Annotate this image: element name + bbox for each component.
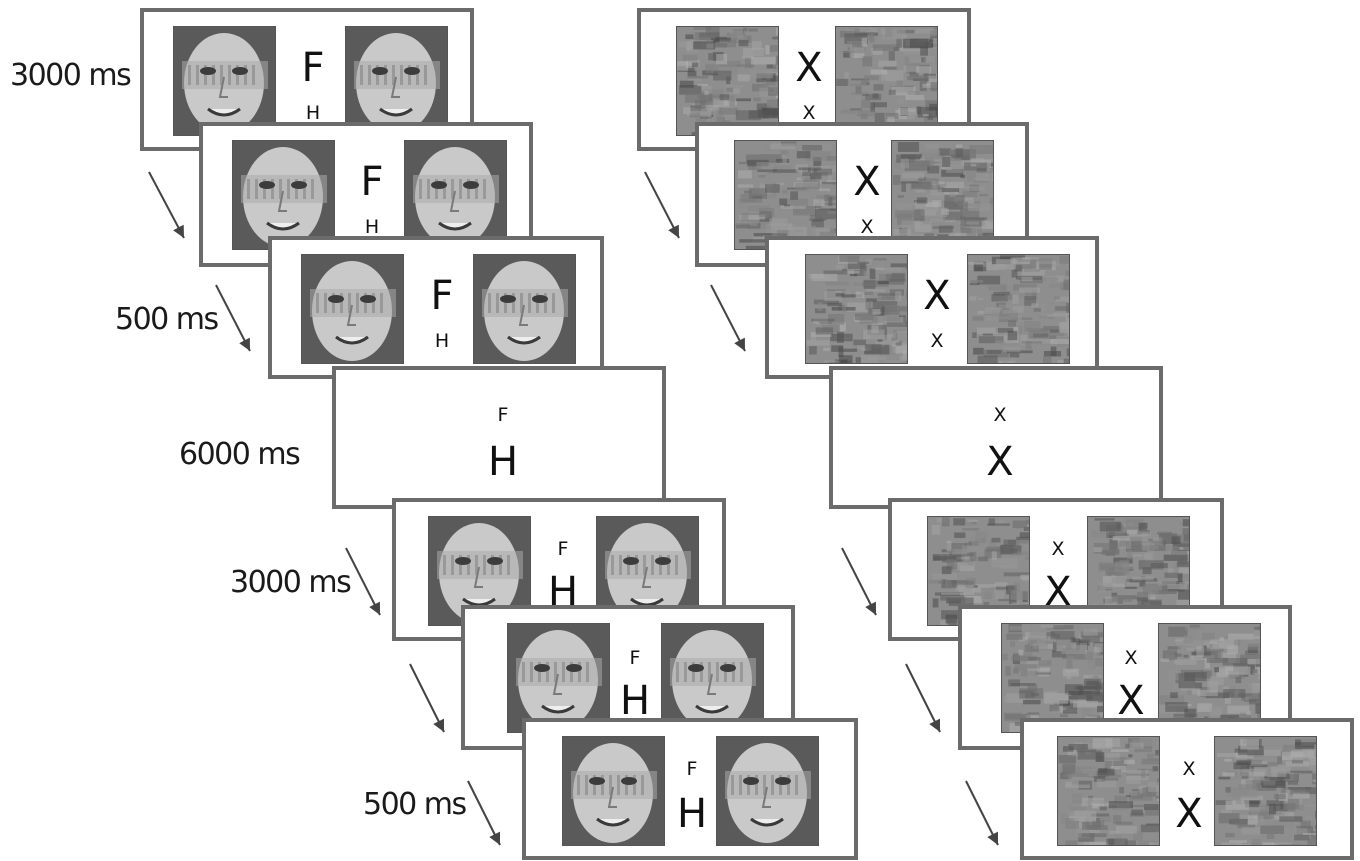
small-letter: H: [305, 102, 321, 124]
large-letter: X: [923, 273, 951, 319]
large-letter: H: [676, 791, 708, 837]
large-letter: X: [986, 439, 1014, 485]
small-letter: H: [434, 330, 450, 352]
large-letter: F: [360, 159, 384, 205]
small-letter: X: [1182, 758, 1196, 780]
large-letter: X: [795, 45, 823, 91]
noise-image: [967, 254, 1070, 364]
arrow-icon: [345, 547, 381, 616]
arrow-icon: [409, 663, 445, 733]
fixation-screen: F H: [332, 366, 666, 509]
small-letter: X: [802, 102, 816, 124]
large-letter: F: [430, 273, 454, 319]
small-letter: F: [629, 647, 641, 669]
large-letter: X: [1117, 678, 1145, 724]
noise-image: [734, 140, 837, 250]
large-letter: X: [853, 159, 881, 205]
face-image: [232, 140, 335, 250]
face-image: [507, 623, 610, 733]
arrow-icon: [905, 663, 941, 733]
timing-label-3000ms-top: 3000 ms: [10, 58, 132, 93]
face-image: [173, 26, 276, 136]
face-image: [473, 254, 576, 364]
arrow-icon: [644, 171, 680, 239]
noise-image: [1001, 623, 1104, 733]
noise-image: [1158, 623, 1261, 733]
arrow-icon: [841, 547, 877, 616]
control-screen: X X: [765, 236, 1099, 379]
arrow-icon: [965, 780, 999, 846]
noise-image: [891, 140, 994, 250]
face-image: [661, 623, 764, 733]
small-letter: F: [686, 758, 698, 780]
control-screen: X X: [1020, 718, 1354, 860]
arrow-icon: [215, 284, 251, 352]
arrow-icon: [467, 780, 501, 846]
timing-label-3000ms-bottom: 3000 ms: [230, 565, 352, 600]
small-letter: X: [993, 404, 1007, 426]
face-image: [345, 26, 448, 136]
small-letter: F: [497, 404, 509, 426]
noise-image: [835, 26, 938, 136]
noise-image: [805, 254, 908, 364]
large-letter: X: [1175, 791, 1203, 837]
noise-image: [927, 516, 1030, 626]
noise-image: [676, 26, 779, 136]
face-image: [404, 140, 507, 250]
small-letter: H: [364, 216, 380, 238]
large-letter: F: [301, 45, 325, 91]
large-letter: H: [487, 439, 519, 485]
trial-screen: F H: [522, 718, 858, 860]
small-letter: F: [557, 538, 569, 560]
timing-label-500ms-bottom: 500 ms: [363, 787, 467, 822]
noise-image: [1057, 736, 1160, 846]
arrow-icon: [710, 284, 746, 352]
trial-screen: F H: [140, 8, 474, 151]
trial-screen: F H: [268, 236, 604, 379]
noise-image: [1214, 736, 1317, 846]
face-image: [562, 736, 665, 846]
small-letter: X: [860, 216, 874, 238]
control-screen: X X: [637, 8, 971, 151]
small-letter: X: [1051, 538, 1065, 560]
arrow-icon: [148, 171, 185, 239]
fixation-screen: X X: [829, 366, 1163, 509]
small-letter: X: [930, 330, 944, 352]
face-image: [301, 254, 404, 364]
face-image: [716, 736, 819, 846]
large-letter: H: [619, 678, 651, 724]
timing-label-500ms-top: 500 ms: [115, 302, 219, 337]
control-screen: X X: [695, 122, 1029, 267]
small-letter: X: [1124, 647, 1138, 669]
timing-label-6000ms: 6000 ms: [179, 437, 301, 472]
